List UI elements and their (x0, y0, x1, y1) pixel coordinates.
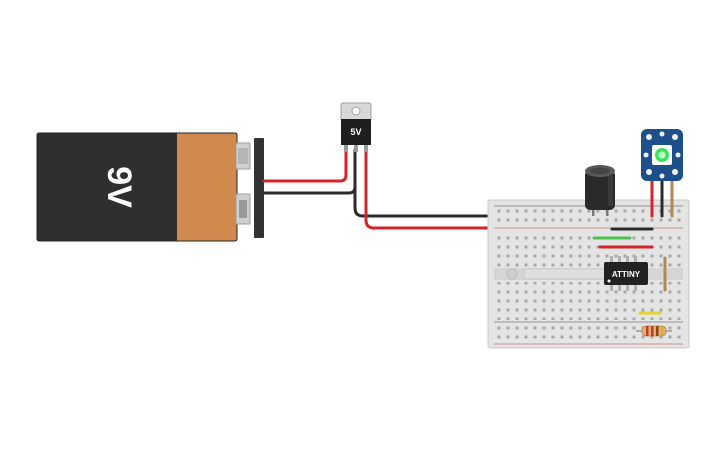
chip-label: ATTINY (612, 270, 641, 279)
electrolytic-capacitor[interactable] (585, 165, 615, 216)
led-breakout-board[interactable] (641, 129, 683, 218)
wire-regulator-ground (353, 148, 592, 218)
battery-label: 9V (100, 166, 138, 208)
wire-battery-negative (262, 148, 357, 195)
battery-snap-connector (254, 138, 264, 238)
resistor[interactable] (636, 325, 672, 337)
battery-9v[interactable]: 9V (36, 132, 264, 242)
wire-battery-positive (262, 148, 348, 183)
voltage-regulator-5v[interactable]: 5V (340, 102, 372, 152)
breadboard[interactable] (487, 199, 690, 349)
battery-terminals (235, 142, 251, 225)
wire-regulator-output (364, 148, 612, 230)
regulator-label: 5V (350, 127, 361, 137)
breadboard-jumpers (592, 227, 667, 315)
attiny-chip[interactable]: ATTINY (604, 256, 648, 291)
wires (262, 148, 612, 230)
